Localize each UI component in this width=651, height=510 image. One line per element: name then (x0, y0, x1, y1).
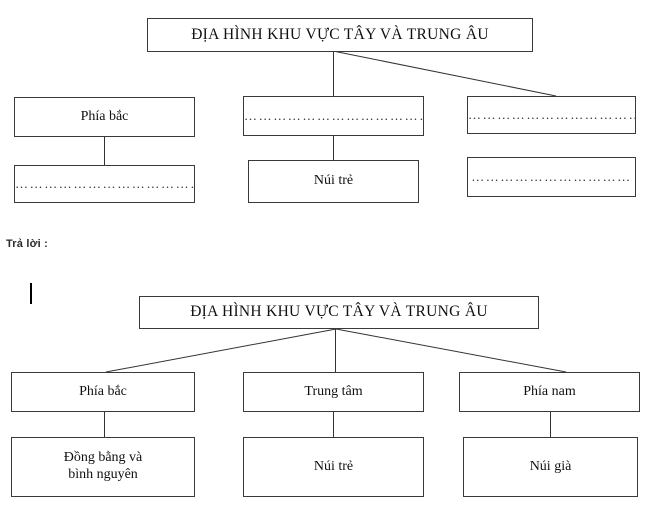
line-exercise-root-to-right (332, 50, 557, 97)
answer-left-top-box: Phía bắc (11, 372, 195, 412)
answer-left-bottom-box: Đồng bằng và bình nguyên (11, 437, 195, 497)
blank-line: …………………………………… (468, 107, 635, 123)
exercise-left-top-box: Phía bắc (14, 97, 195, 137)
exercise-root-box: ĐỊA HÌNH KHU VỰC TÂY VÀ TRUNG ÂU (147, 18, 533, 52)
answer-left-bottom-line1: Đồng bằng và (63, 450, 143, 466)
blank-line: …………………………… (471, 169, 632, 185)
text-caret (30, 283, 32, 304)
answer-right-top-box: Phía nam (459, 372, 640, 412)
blank-line: …………………………………… (244, 108, 423, 124)
answer-center-top-box: Trung tâm (243, 372, 424, 412)
answer-left-bottom-line2: bình nguyên (68, 467, 138, 482)
exercise-right-top-blank-box[interactable]: …………………………………… (467, 96, 636, 134)
exercise-center-bottom-box: Núi trẻ (248, 160, 419, 203)
line-answer-root-to-left (105, 328, 337, 373)
answer-label: Trả lời : (6, 238, 49, 250)
blank-line: …………………………………… (15, 176, 194, 192)
answer-center-bottom-box: Núi trẻ (243, 437, 424, 497)
exercise-left-bottom-blank-box[interactable]: …………………………………… (14, 165, 195, 203)
exercise-right-bottom-blank-box[interactable]: …………………………… (467, 157, 636, 197)
exercise-center-top-blank-box[interactable]: …………………………………… (243, 96, 424, 136)
answer-root-box: ĐỊA HÌNH KHU VỰC TÂY VÀ TRUNG ÂU (139, 296, 539, 329)
line-answer-root-to-right (335, 328, 567, 373)
answer-right-bottom-box: Núi già (463, 437, 638, 497)
